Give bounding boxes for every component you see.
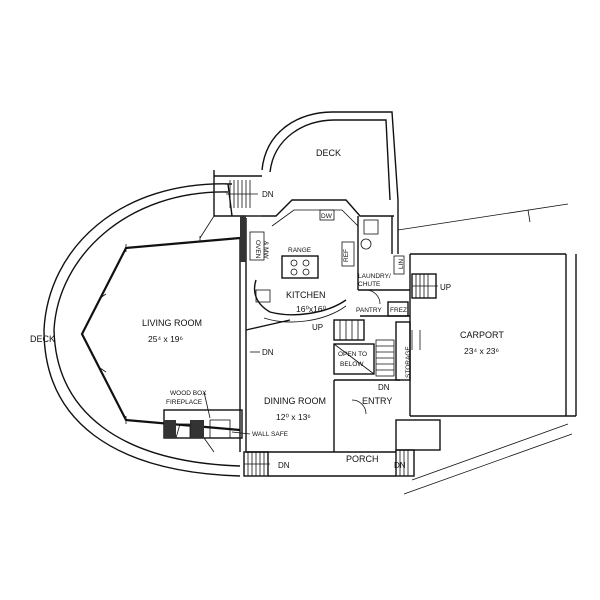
carport-dim: 23⁴ x 23⁶ <box>464 346 499 356</box>
top-deck <box>213 111 399 216</box>
kitchen-up-label: UP <box>312 323 323 332</box>
porch-dn-left-label: DN <box>278 461 290 470</box>
oven-label: OVEN <box>254 240 261 259</box>
porch-label: PORCH <box>346 454 379 464</box>
carport-up-label: UP <box>440 283 451 292</box>
porch: DN DN <box>243 449 415 477</box>
chute-label: CHUTE <box>358 281 381 288</box>
stair-label-dn: DN <box>262 190 274 199</box>
range-label: RANGE <box>288 247 312 254</box>
frez-label: FREZ <box>390 307 407 314</box>
wall-safe-label: WALL SAFE <box>252 431 289 438</box>
laundry-label: LAUNDRY/ <box>358 273 391 280</box>
carport-name: CARPORT <box>460 330 504 340</box>
fireplace: WOOD BOX FIREPLACE WALL SAFE <box>163 390 289 453</box>
central-stairs: OPEN TO BELOW DN <box>333 319 395 392</box>
living-room-name: LIVING ROOM <box>142 318 202 328</box>
lin-label: LIN <box>398 259 405 269</box>
dining-dn-label: DN <box>262 348 274 357</box>
left-deck <box>43 183 241 477</box>
porch-dn-right-label: DN <box>394 461 406 470</box>
laundry-pantry: LAUNDRY/ CHUTE PANTRY FREZ LIN <box>356 216 410 317</box>
wood-box-label: WOOD BOX <box>170 390 207 397</box>
mw-label: & MW <box>262 241 269 260</box>
deck-left-label: DECK <box>30 334 55 344</box>
dining-room-name: DINING ROOM <box>264 396 326 406</box>
kitchen-dim: 16⁰x16⁰ <box>296 304 327 314</box>
kitchen-walls: DW OVEN & MW RANGE REF <box>240 199 394 323</box>
fireplace-label: FIREPLACE <box>166 399 203 406</box>
ref-label: REF <box>343 249 350 262</box>
entry-label: ENTRY <box>362 396 392 406</box>
storage-label: STORAGE <box>405 346 412 378</box>
below-label: BELOW <box>340 361 364 368</box>
deck-top-label: DECK <box>316 148 341 158</box>
living-room-dim: 25⁴ x 19⁶ <box>148 334 183 344</box>
open-to-label: OPEN TO <box>338 351 367 358</box>
central-dn-label: DN <box>378 383 390 392</box>
dining-room-dim: 12⁰ x 13⁶ <box>276 412 311 422</box>
dw-label: DW <box>321 213 333 220</box>
kitchen-name: KITCHEN <box>286 290 326 300</box>
stair-top-left: DN <box>226 180 274 208</box>
pantry-label: PANTRY <box>356 307 382 314</box>
carport: UP <box>395 203 577 495</box>
